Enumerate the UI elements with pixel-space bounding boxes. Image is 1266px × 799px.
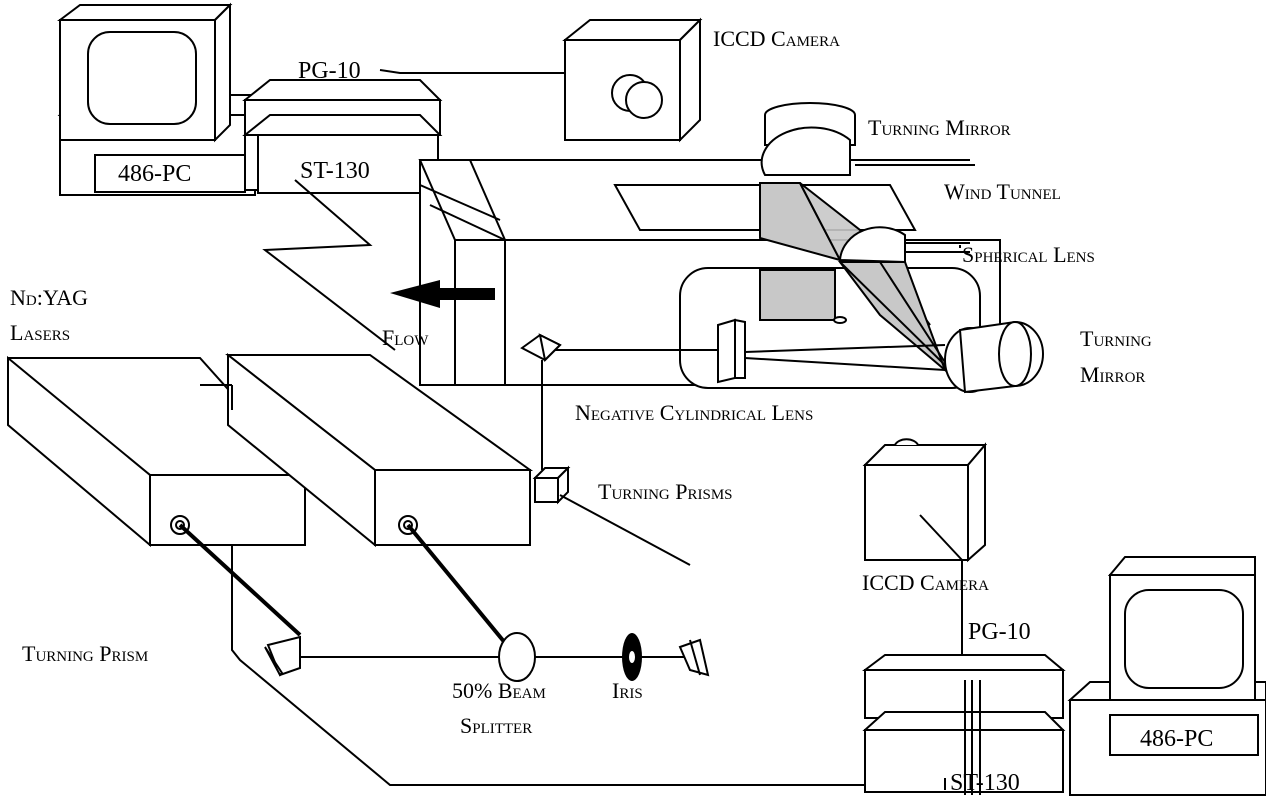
label-iccd-top: ICCD Camera (713, 26, 840, 51)
turning-mirror-right (945, 322, 1043, 392)
label-pc-top: 486-PC (118, 161, 191, 187)
label-beam-splitter-2: Splitter (460, 713, 532, 738)
label-st130-bottom: ST-130 (950, 770, 1020, 796)
turning-prism-left (265, 637, 300, 675)
iccd-camera-bottom (865, 439, 985, 560)
iris (622, 633, 642, 681)
light-sheet-window (760, 270, 835, 320)
beam-splitter (499, 633, 535, 681)
label-flow: Flow (382, 325, 429, 350)
label-ndyag-2: Lasers (10, 320, 70, 345)
label-pg10-bottom: PG-10 (968, 619, 1031, 645)
label-beam-splitter-1: 50% Beam (452, 678, 546, 703)
label-neg-cyl-lens: Negative Cylindrical Lens (575, 400, 813, 425)
iccd-camera-top (565, 20, 700, 140)
label-ndyag-1: Nd:YAG (10, 285, 88, 310)
label-iccd-bottom: ICCD Camera (862, 570, 989, 595)
label-wind-tunnel: Wind Tunnel (944, 179, 1061, 204)
label-turning-mirror-right-2: Mirror (1080, 362, 1145, 387)
label-iris: Iris (612, 678, 643, 703)
label-pc-bottom: 486-PC (1140, 726, 1213, 752)
wind-tunnel (420, 160, 1000, 388)
label-turning-mirror-top: Turning Mirror (868, 115, 1011, 140)
label-turning-mirror-right-1: Turning (1080, 326, 1152, 351)
label-pg10-top: PG-10 (298, 58, 361, 84)
label-st130-top: ST-130 (300, 158, 370, 184)
label-turning-prism: Turning Prism (22, 641, 148, 666)
turning-prism-bottom (680, 640, 708, 675)
pc-bottom (1070, 557, 1266, 795)
label-spherical-lens: Spherical Lens (962, 242, 1095, 267)
label-turning-prisms: Turning Prisms (598, 479, 733, 504)
